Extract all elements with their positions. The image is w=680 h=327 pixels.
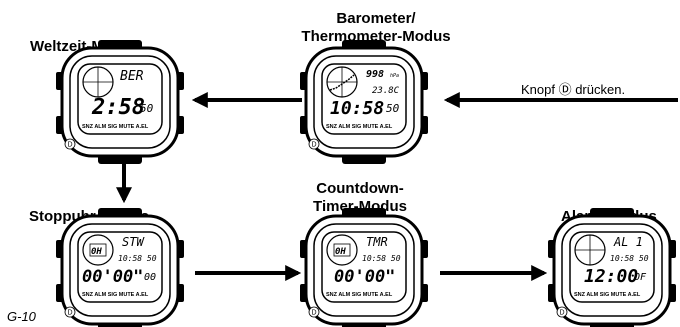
button-d-icon: [556, 306, 568, 318]
watch-bottom-labels: SNZ ALM SIG MUTE A.EL: [574, 292, 641, 298]
watch-small-time: 10:58 50: [362, 254, 401, 263]
watch-hour: 0H: [91, 247, 102, 257]
watch-bottom-labels: SNZ ALM SIG MUTE A.EL: [326, 124, 393, 130]
watch-pressure-unit: hPa: [390, 73, 399, 79]
button-d-mark: D: [312, 142, 317, 149]
watch-pressure: 998: [366, 69, 384, 80]
watch-bottom-labels: SNZ ALM SIG MUTE A.EL: [82, 292, 149, 298]
button-d-mark: D: [68, 142, 73, 149]
watch-small-time: 10:58 50: [118, 254, 157, 263]
watch-main-time: 2:58: [91, 95, 145, 120]
button-d-mark: D: [560, 310, 565, 317]
button-d-mark: D: [68, 310, 73, 317]
watch-barometer: 998 hPa 23.8C 10:58 50 SNZ ALM SIG MUTE …: [298, 38, 430, 166]
watch-main-time: 10:58: [330, 98, 384, 119]
button-d-icon: [308, 138, 320, 150]
watch-hour: 0H: [335, 247, 346, 257]
watch-seconds: 50: [386, 102, 400, 115]
watch-main-time: 00'00": [334, 267, 395, 287]
watch-seconds: 50: [140, 102, 154, 115]
watch-temperature: 23.8C: [372, 86, 400, 96]
watch-seconds: OF: [634, 272, 647, 283]
watch-bottom-labels: SNZ ALM SIG MUTE A.EL: [326, 292, 393, 298]
watch-stopwatch: 0H STW 10:58 50 00'00" 00 SNZ ALM SIG MU…: [54, 206, 186, 327]
watch-seconds: 00: [144, 272, 156, 283]
watch-main-time: 00'00": [82, 267, 143, 287]
watch-alarm: AL 1 10:58 50 12:00 OF SNZ ALM SIG MUTE …: [546, 206, 678, 327]
watch-top-text: BER: [120, 69, 144, 84]
watch-main-time: 12:00: [584, 266, 638, 287]
watch-bottom-labels: SNZ ALM SIG MUTE A.EL: [82, 124, 149, 130]
watch-world-time: BER 2:58 50 SNZ ALM SIG MUTE A.EL D: [54, 38, 186, 166]
pressure-graph: [329, 74, 355, 91]
watch-top-text: TMR: [366, 235, 388, 249]
watch-top-text: STW: [122, 235, 145, 249]
title-barometer: Barometer/ Thermometer-Modus: [268, 10, 484, 46]
button-d-icon: [64, 138, 76, 150]
button-d-icon: [308, 306, 320, 318]
page-number: G-10: [7, 309, 36, 324]
watch-top-text: AL 1: [613, 235, 643, 249]
watch-countdown: 0H TMR 10:58 50 00'00" SNZ ALM SIG MUTE …: [298, 206, 430, 327]
button-d-icon: [64, 306, 76, 318]
instruction-press-d: Knopf Ⓓ drücken.: [521, 82, 626, 97]
button-d-mark: D: [312, 310, 317, 317]
title-barometer-text: Barometer/ Thermometer-Modus: [301, 10, 451, 45]
watch-small-time: 10:58 50: [610, 254, 649, 263]
